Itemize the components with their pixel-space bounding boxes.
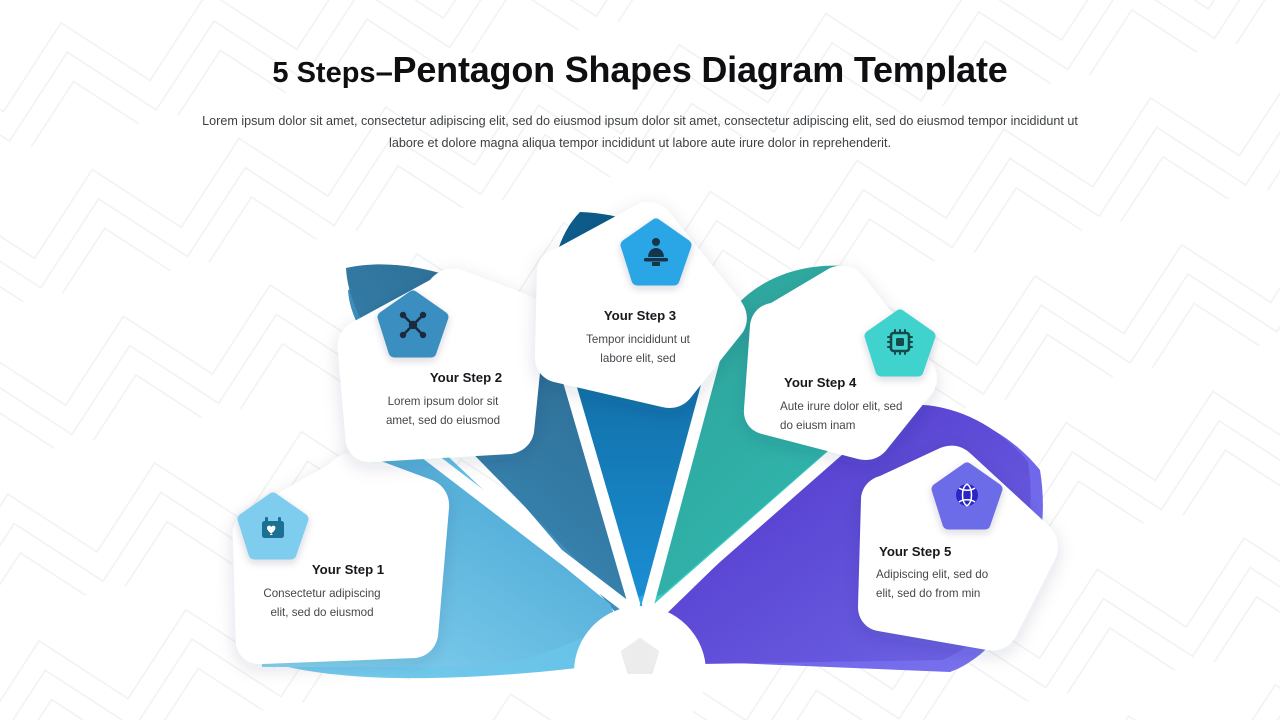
- step-3-desc-line-2: labore elit, sed: [600, 352, 675, 365]
- step-2-desc-line-1: Lorem ipsum dolor sit: [388, 395, 500, 408]
- step-2-badge[interactable]: [377, 290, 449, 358]
- cpu-chip-icon: [887, 329, 913, 355]
- step-1-title: Your Step 1: [312, 562, 384, 577]
- step-5-title: Your Step 5: [879, 544, 951, 559]
- step-4-title: Your Step 4: [784, 375, 857, 390]
- step-1-badge[interactable]: [237, 492, 309, 560]
- page-title-prefix: 5 Steps: [272, 57, 376, 89]
- step-1-desc-line-1: Consectetur adipiscing: [263, 587, 380, 600]
- step-2-title: Your Step 2: [430, 370, 502, 385]
- step-5-desc-line-2: elit, sed do from min: [876, 587, 980, 600]
- step-5-desc-line-1: Adipiscing elit, sed do: [876, 568, 988, 581]
- page-title: 5 Steps–Pentagon Shapes Diagram Template: [0, 47, 1280, 96]
- step-3-badge[interactable]: [620, 218, 692, 286]
- page-title-dash: –: [375, 54, 393, 89]
- step-4-badge[interactable]: [864, 309, 936, 377]
- page-subtitle-line-1: Lorem ipsum dolor sit amet, consectetur …: [202, 114, 965, 128]
- step-1-desc-line-2: elit, sed do eiusmod: [270, 606, 373, 619]
- step-5-badge[interactable]: [931, 462, 1003, 530]
- step-3-title: Your Step 3: [604, 308, 676, 323]
- page-title-main: Pentagon Shapes Diagram Template: [392, 49, 1008, 90]
- step-4-desc-line-1: Aute irure dolor elit, sed: [780, 400, 902, 413]
- step-4-desc-line-2: do eiusm inam: [780, 419, 855, 432]
- header: 5 Steps–Pentagon Shapes Diagram Template…: [0, 0, 1280, 154]
- globe-sphere-icon: [956, 483, 978, 507]
- step-3-desc-line-1: Tempor incididunt ut: [586, 333, 691, 346]
- step-2-desc-line-2: amet, sed do eiusmod: [386, 414, 500, 427]
- page-subtitle: Lorem ipsum dolor sit amet, consectetur …: [195, 110, 1085, 154]
